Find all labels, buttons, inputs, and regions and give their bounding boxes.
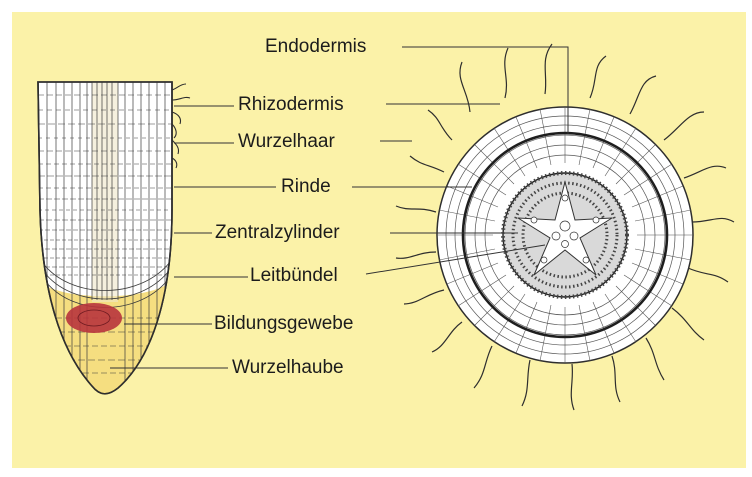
meristem-region xyxy=(66,303,122,333)
root-hairs-longitudinal xyxy=(172,84,190,168)
label-rinde: Rinde xyxy=(281,176,331,198)
root-cross-section xyxy=(396,44,734,410)
label-endodermis: Endodermis xyxy=(265,36,366,58)
root-tip-longitudinal-section xyxy=(38,82,190,394)
label-wurzelhaube: Wurzelhaube xyxy=(232,357,344,379)
label-rhizodermis: Rhizodermis xyxy=(238,94,344,116)
label-leitbuendel: Leitbündel xyxy=(250,265,338,287)
label-bildungsgewebe: Bildungsgewebe xyxy=(214,313,353,335)
label-zentralzylinder: Zentralzylinder xyxy=(215,222,340,244)
label-wurzelhaar: Wurzelhaar xyxy=(238,131,335,153)
